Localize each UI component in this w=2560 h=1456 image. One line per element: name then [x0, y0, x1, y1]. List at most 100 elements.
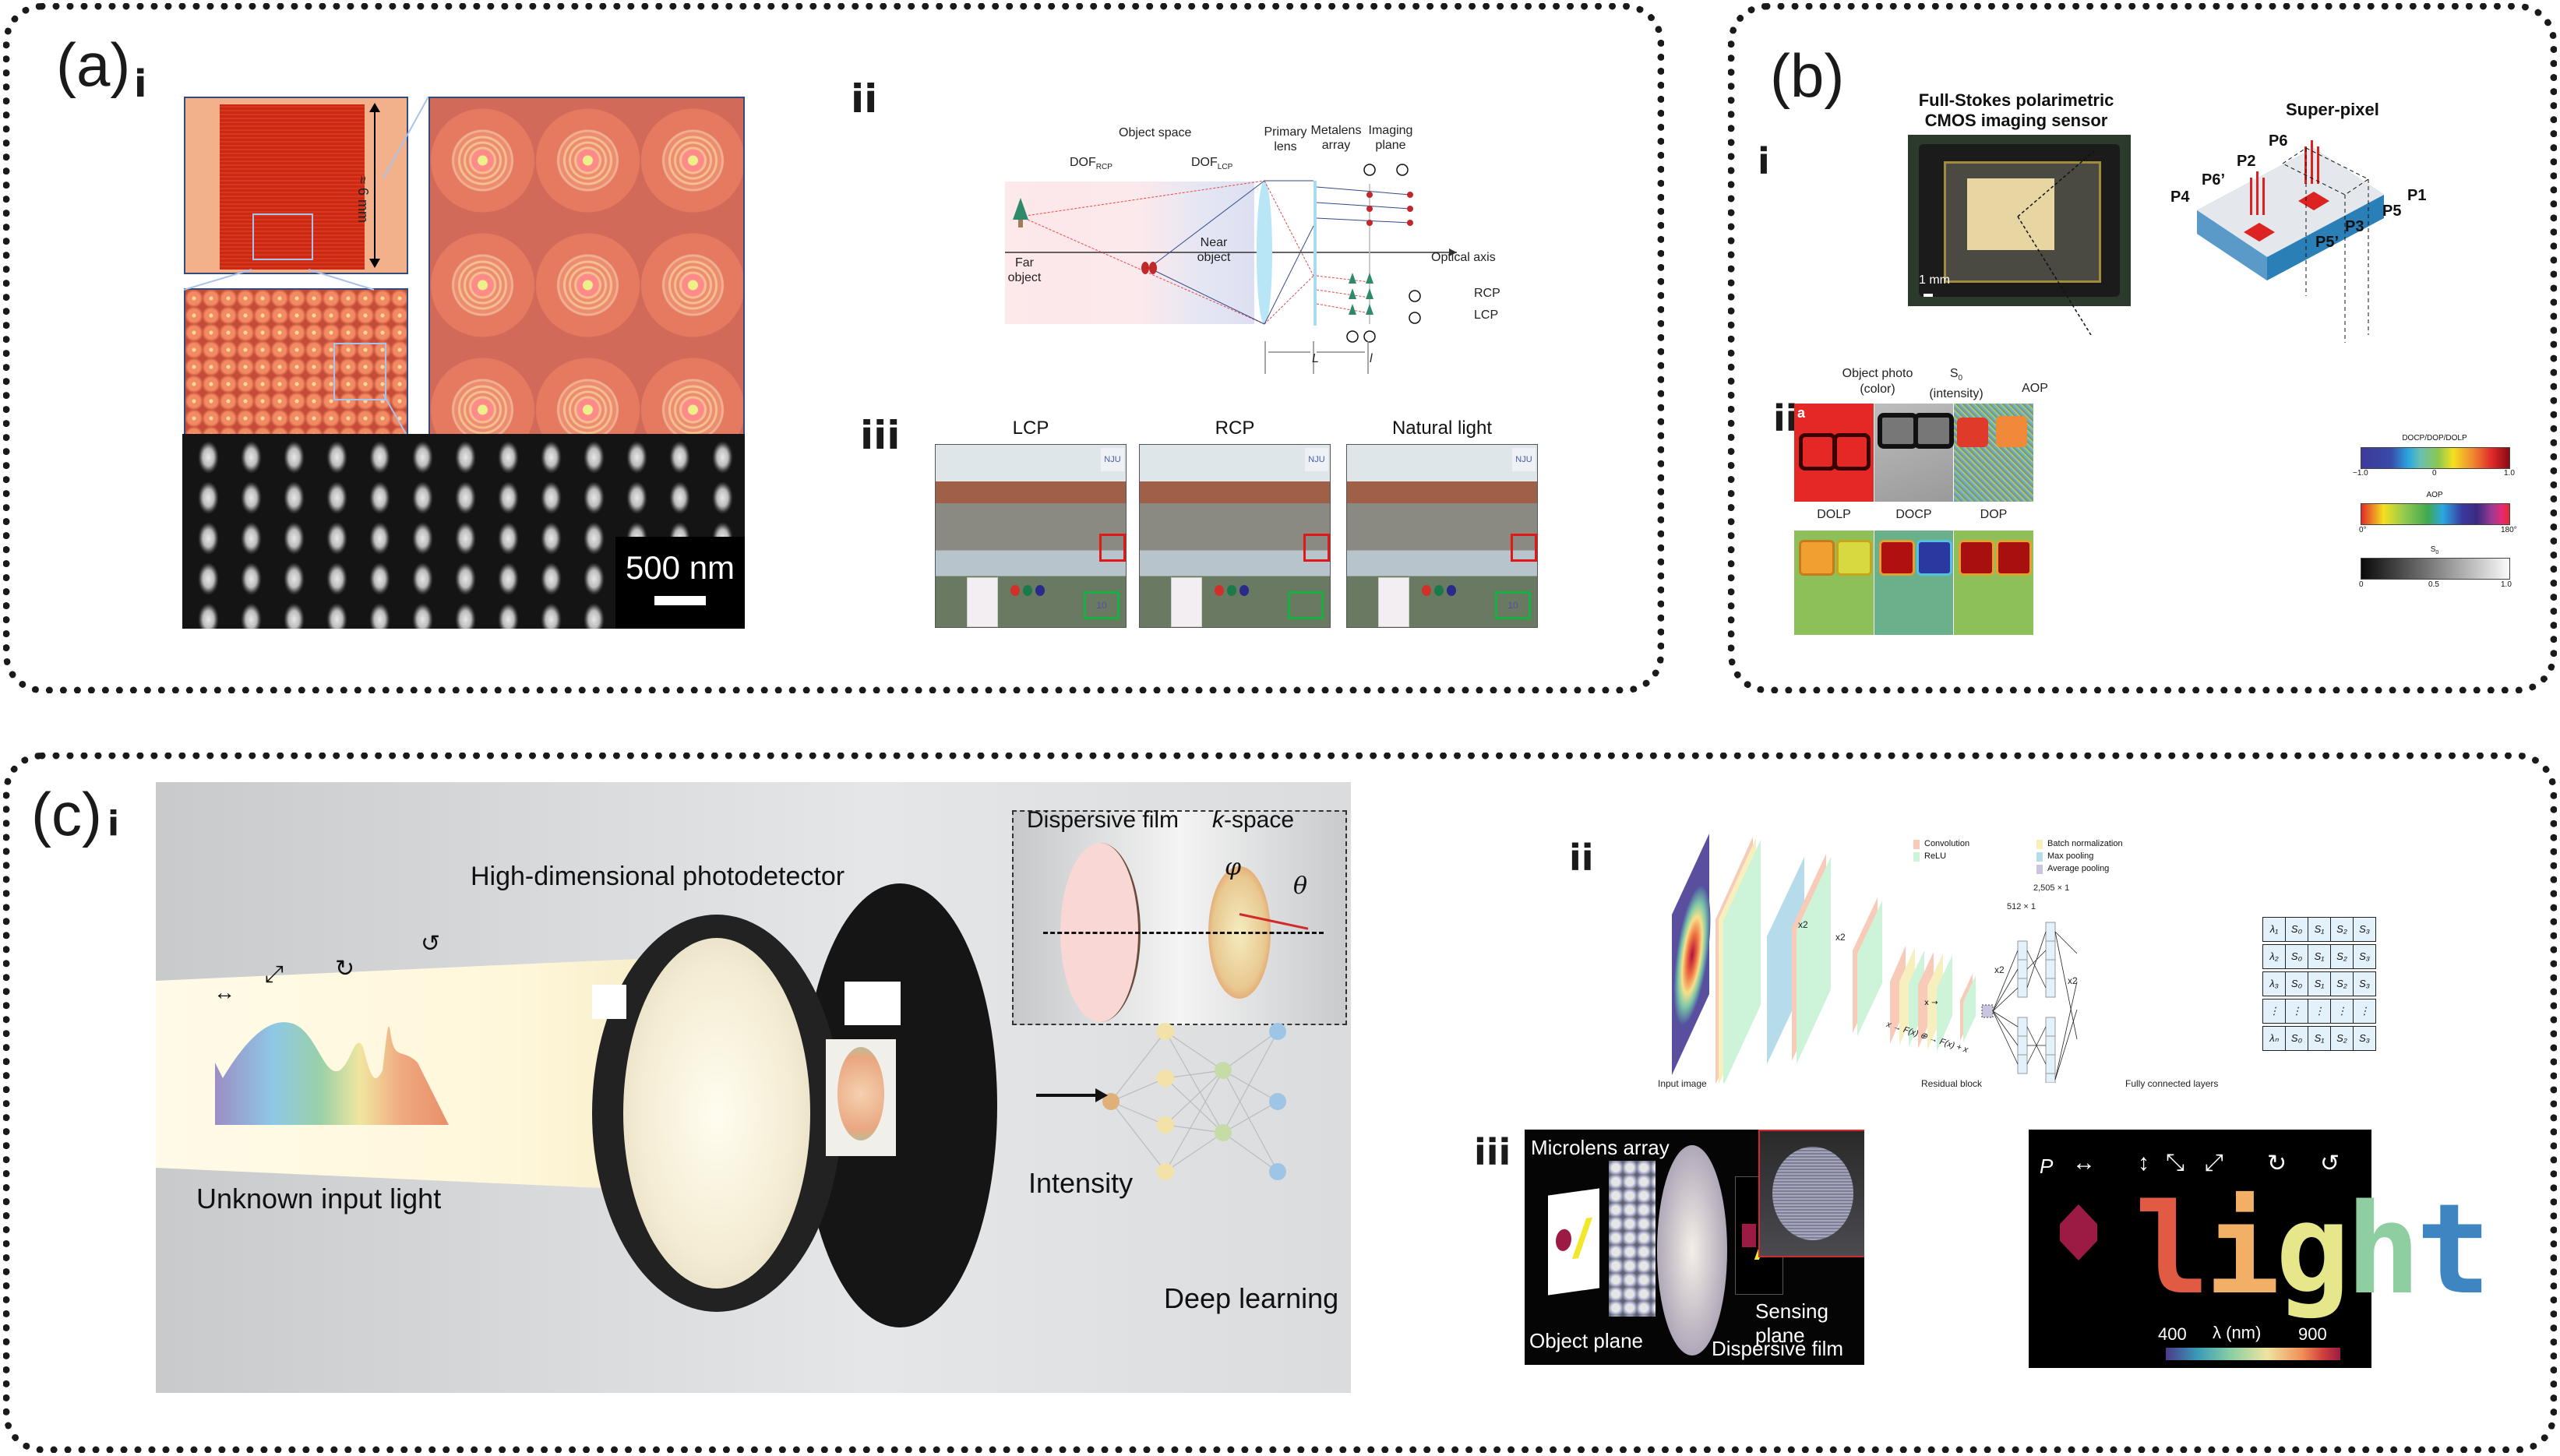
conv-block-4: [1960, 974, 1976, 1042]
colorbar-docp-title: DOCP/DOP/DOLP: [2402, 434, 2467, 442]
x2-label-1: x2: [1798, 919, 1808, 930]
cmos-sensor-photo: 1 mm: [1908, 135, 2131, 306]
x2-label-4: x2: [2068, 975, 2078, 986]
output-row: ⋮⋮⋮⋮⋮: [2262, 999, 2376, 1024]
label-p: P: [2040, 1155, 2054, 1178]
letter-t: t: [2416, 1176, 2491, 1322]
label-dispersive-film: Dispersive film: [1027, 807, 1180, 833]
fc-layer-2505: [2045, 922, 2056, 1083]
panel-c-sub-ii: ii: [1569, 837, 1594, 879]
colorbar-s0-tick-mid: 0.5: [2428, 580, 2439, 589]
colorbar-s0-tick-max: 1.0: [2501, 580, 2512, 589]
letter-h: h: [2345, 1176, 2421, 1322]
letter-i: i: [2205, 1176, 2280, 1322]
metalens-array-overview: ≈ 6 mm: [184, 97, 408, 274]
colorbar-aop-tick-max: 180°: [2501, 526, 2517, 534]
output-cell: S₂: [2330, 972, 2353, 996]
label-phi: φ: [1225, 854, 1242, 881]
legend-label: ReLU: [1924, 851, 1947, 861]
colorbar-aop: [2361, 503, 2510, 525]
superpixel-label-p3: P3: [2345, 218, 2364, 235]
letter-l: l: [2135, 1176, 2209, 1322]
color-dot: [1422, 585, 1431, 596]
label-theta: θ: [1293, 873, 1308, 900]
color-dot: [1227, 585, 1236, 596]
output-cell: S₃: [2353, 1027, 2375, 1050]
label-lcp: LCP: [1474, 308, 1499, 322]
legend-label: Max pooling: [2047, 851, 2094, 861]
neural-network: [1102, 1023, 1286, 1180]
superpixel-label-p2: P2: [2237, 153, 2256, 170]
label-distance-L: L: [1312, 352, 1319, 365]
panel-a-label: (a): [56, 30, 131, 99]
legend-swatch: [1913, 852, 1920, 862]
panel-a-frame: [3, 3, 1664, 693]
panel-b-frame: [1728, 3, 2557, 693]
tile-docp: [1874, 531, 1953, 635]
label-intensity: Intensity: [1028, 1167, 1134, 1199]
output-cell: S₁: [2308, 945, 2330, 968]
input-spectrum: [215, 1022, 449, 1125]
lambda-max-label: 900: [2298, 1324, 2327, 1344]
legend-label: Average pooling: [2047, 864, 2110, 873]
panel-b-sub-i: i: [1758, 140, 1770, 182]
output-cell: λ₂: [2263, 945, 2285, 968]
wavelength-colorbar: [2166, 1348, 2340, 1360]
conv-block-1: [1715, 837, 1761, 1083]
panel-c-label: (c): [31, 780, 102, 848]
output-cell: S₂: [2330, 918, 2353, 941]
color-dot: [1010, 585, 1020, 596]
x2-label-2: x2: [1835, 932, 1846, 943]
green-highlight-box: [1288, 591, 1324, 619]
red-highlight-box: [1303, 534, 1330, 562]
output-cell: S₂: [2330, 1027, 2353, 1050]
label-object-plane: Object plane: [1529, 1329, 1643, 1352]
university-crest: [967, 577, 998, 627]
university-crest: [1171, 577, 1202, 627]
average-pooling: [1981, 1004, 1994, 1018]
superpixel-label-p5prime: P5’: [2315, 234, 2340, 251]
panel-a-sub-i: i: [134, 62, 147, 106]
nju-sign: NJU: [1512, 448, 1536, 471]
polarization-diagonal-135-icon: ⤡: [2166, 1150, 2184, 1176]
rgb-dots: [1010, 585, 1057, 598]
tile-title-dolp: DOLP: [1817, 508, 1851, 521]
output-cell: ⋮: [2263, 999, 2285, 1023]
superpixel-label-p1: P1: [2407, 187, 2427, 204]
far-object-tree-icon: [1013, 198, 1028, 227]
rgb-dots: [1422, 585, 1469, 598]
red-highlight-box: [1511, 534, 1537, 562]
tile-aop: [1954, 404, 2033, 502]
university-crest: [1378, 577, 1409, 627]
tile-title-natural-light: Natural light: [1391, 418, 1493, 439]
dispersive-film-plate: [1657, 1145, 1727, 1356]
colorbar-docp-tick-mid: 0: [2432, 469, 2437, 478]
color-dot: [1035, 585, 1045, 596]
output-cell: ⋮: [2308, 999, 2330, 1023]
panel-c-sub-i: i: [108, 804, 120, 844]
tile-s0-intensity: [1874, 404, 1954, 502]
output-cell: ⋮: [2330, 999, 2353, 1023]
label-high-dimensional-photodetector: High-dimensional photodetector: [471, 862, 845, 891]
tile-title-docp: DOCP: [1895, 508, 1932, 521]
rgb-dots: [1215, 585, 1261, 598]
zoom-connectors: [183, 96, 429, 474]
label-object-space: Object space: [1119, 126, 1192, 139]
caption-residual-block: Residual block: [1921, 1078, 1983, 1089]
photodetector-illustration: ↔ ⤢ ↻ ↺: [156, 782, 1351, 1393]
microlens-system-illustration: Microlens array Object plane Sensing pla…: [1525, 1130, 1864, 1365]
scale-1mm: 1 mm: [1919, 273, 1950, 287]
max-pooling-layer: [1767, 857, 1804, 1064]
nju-sign: NJU: [1101, 448, 1124, 471]
zoom-dashed-lines: [2017, 150, 2095, 335]
zoom-box-2: [333, 343, 386, 400]
superpixel-label-p4: P4: [2170, 189, 2190, 206]
scalebar-500nm: 500 nm: [615, 537, 745, 629]
polarization-circle-icons: [1346, 164, 1421, 343]
